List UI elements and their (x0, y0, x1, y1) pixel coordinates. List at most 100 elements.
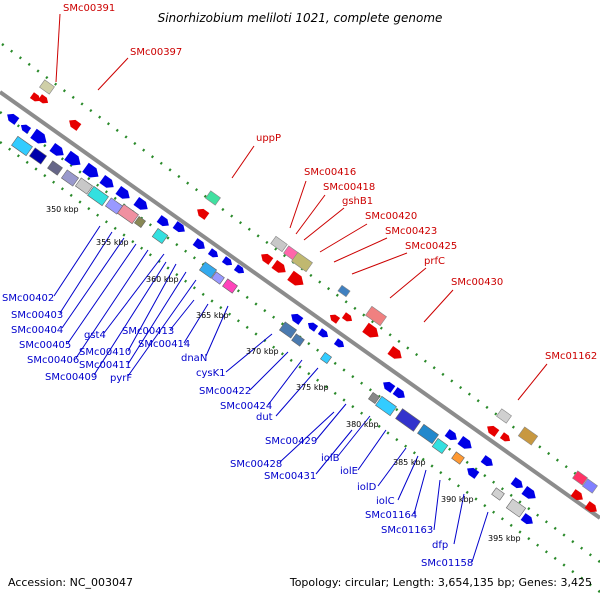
reverse-gene-arrow[interactable] (317, 328, 330, 340)
reverse-gene-arrow[interactable] (233, 264, 246, 276)
gene-block[interactable] (417, 423, 439, 445)
reverse-gene-arrow[interactable] (133, 196, 150, 213)
reverse-gene-arrow[interactable] (115, 185, 132, 202)
gene-block[interactable] (211, 271, 225, 285)
gene-block[interactable] (582, 478, 598, 494)
gene-label[interactable]: SMc01162 (545, 351, 597, 362)
gene-block[interactable] (39, 79, 55, 95)
gene-label[interactable]: gshB1 (342, 196, 373, 207)
gene-label[interactable]: SMc00423 (385, 226, 437, 237)
reverse-gene-arrow[interactable] (381, 379, 396, 393)
gene-label[interactable]: uppP (256, 133, 281, 144)
gene-block[interactable] (337, 284, 351, 298)
reverse-gene-arrow[interactable] (521, 485, 538, 502)
reverse-gene-arrow[interactable] (333, 338, 346, 350)
gene-label[interactable]: SMc00403 (11, 310, 63, 321)
reverse-gene-arrow[interactable] (156, 215, 172, 229)
gene-label[interactable]: SMc00406 (27, 355, 79, 366)
reverse-gene-arrow[interactable] (19, 122, 32, 134)
gene-block[interactable] (222, 278, 238, 294)
gene-label[interactable]: dnaN (181, 353, 207, 364)
gene-block[interactable] (117, 203, 139, 225)
reverse-gene-arrow[interactable] (49, 142, 66, 159)
gene-label[interactable]: SMc00416 (304, 167, 356, 178)
gene-block[interactable] (47, 160, 63, 176)
gene-block[interactable] (60, 169, 80, 187)
gene-block[interactable] (151, 228, 169, 244)
gene-label[interactable]: cysK1 (196, 368, 226, 379)
gene-block[interactable] (572, 470, 588, 486)
gene-block[interactable] (320, 352, 332, 364)
reverse-gene-arrow[interactable] (306, 320, 319, 332)
gene-label[interactable]: SMc00405 (19, 340, 71, 351)
reverse-gene-arrow[interactable] (30, 128, 50, 147)
gene-label[interactable]: SMc00429 (265, 436, 317, 447)
forward-gene-arrow[interactable] (259, 251, 274, 265)
forward-gene-arrow[interactable] (67, 117, 82, 131)
gene-label[interactable]: SMc00410 (79, 347, 131, 358)
reverse-gene-arrow[interactable] (465, 465, 480, 479)
gene-block[interactable] (451, 451, 465, 465)
forward-gene-arrow[interactable] (387, 345, 404, 362)
gene-label[interactable]: SMc00424 (220, 401, 272, 412)
gene-block[interactable] (431, 438, 449, 454)
gene-block[interactable] (74, 177, 94, 195)
forward-gene-arrow[interactable] (37, 94, 50, 106)
forward-gene-arrow[interactable] (195, 206, 210, 220)
gene-block[interactable] (395, 408, 421, 432)
gene-label[interactable]: dut (256, 412, 273, 423)
gene-label[interactable]: SMc00397 (130, 47, 182, 58)
gene-block[interactable] (11, 135, 33, 157)
reverse-gene-arrow[interactable] (172, 221, 188, 235)
reverse-gene-arrow[interactable] (510, 477, 526, 491)
reverse-gene-arrow[interactable] (444, 429, 460, 443)
gene-block[interactable] (205, 190, 221, 206)
gene-block[interactable] (375, 395, 397, 417)
gene-label[interactable]: pyrF (110, 373, 132, 384)
gene-block[interactable] (368, 392, 380, 404)
gene-block[interactable] (291, 333, 305, 347)
gene-label[interactable]: SMc00428 (230, 459, 282, 470)
reverse-gene-arrow[interactable] (207, 248, 220, 260)
gene-block[interactable] (291, 251, 313, 273)
gene-label[interactable]: SMc00431 (264, 471, 316, 482)
forward-gene-arrow[interactable] (485, 423, 500, 437)
gene-block[interactable] (87, 185, 109, 207)
gene-label[interactable]: SMc00430 (451, 277, 503, 288)
gene-block[interactable] (365, 305, 387, 327)
reverse-gene-arrow[interactable] (192, 238, 208, 252)
gene-block[interactable] (134, 216, 146, 228)
gene-label[interactable]: SMc01164 (365, 510, 417, 521)
reverse-gene-arrow[interactable] (392, 387, 408, 401)
reverse-gene-arrow[interactable] (480, 455, 496, 469)
gene-block[interactable] (270, 235, 288, 253)
reverse-gene-arrow[interactable] (289, 311, 304, 325)
forward-gene-arrow[interactable] (341, 312, 354, 324)
reverse-gene-arrow[interactable] (457, 435, 474, 452)
reverse-gene-arrow[interactable] (520, 513, 536, 527)
gene-label[interactable]: SMc00414 (138, 339, 190, 350)
gene-label[interactable]: dfp (432, 540, 448, 551)
gene-label[interactable]: iolE (340, 466, 358, 477)
gene-label[interactable]: SMc00402 (2, 293, 54, 304)
gene-block[interactable] (496, 408, 512, 424)
reverse-gene-arrow[interactable] (64, 150, 84, 169)
forward-gene-arrow[interactable] (271, 259, 288, 276)
gene-label[interactable]: iolD (357, 482, 377, 493)
gene-label[interactable]: iolB (321, 453, 340, 464)
gene-block[interactable] (28, 147, 48, 165)
reverse-gene-arrow[interactable] (221, 256, 234, 268)
forward-gene-arrow[interactable] (287, 270, 307, 289)
forward-gene-arrow[interactable] (328, 312, 341, 324)
gene-block[interactable] (505, 498, 527, 518)
forward-gene-arrow[interactable] (584, 501, 600, 515)
gene-label[interactable]: SMc01163 (381, 525, 433, 536)
gene-label[interactable]: SMc00391 (63, 3, 115, 14)
gene-label[interactable]: iolC (376, 496, 395, 507)
forward-gene-arrow[interactable] (362, 322, 382, 341)
reverse-gene-arrow[interactable] (82, 162, 102, 181)
gene-label[interactable]: SMc00425 (405, 241, 457, 252)
reverse-gene-arrow[interactable] (99, 174, 116, 191)
gene-block[interactable] (517, 426, 539, 446)
reverse-gene-arrow[interactable] (5, 111, 20, 125)
